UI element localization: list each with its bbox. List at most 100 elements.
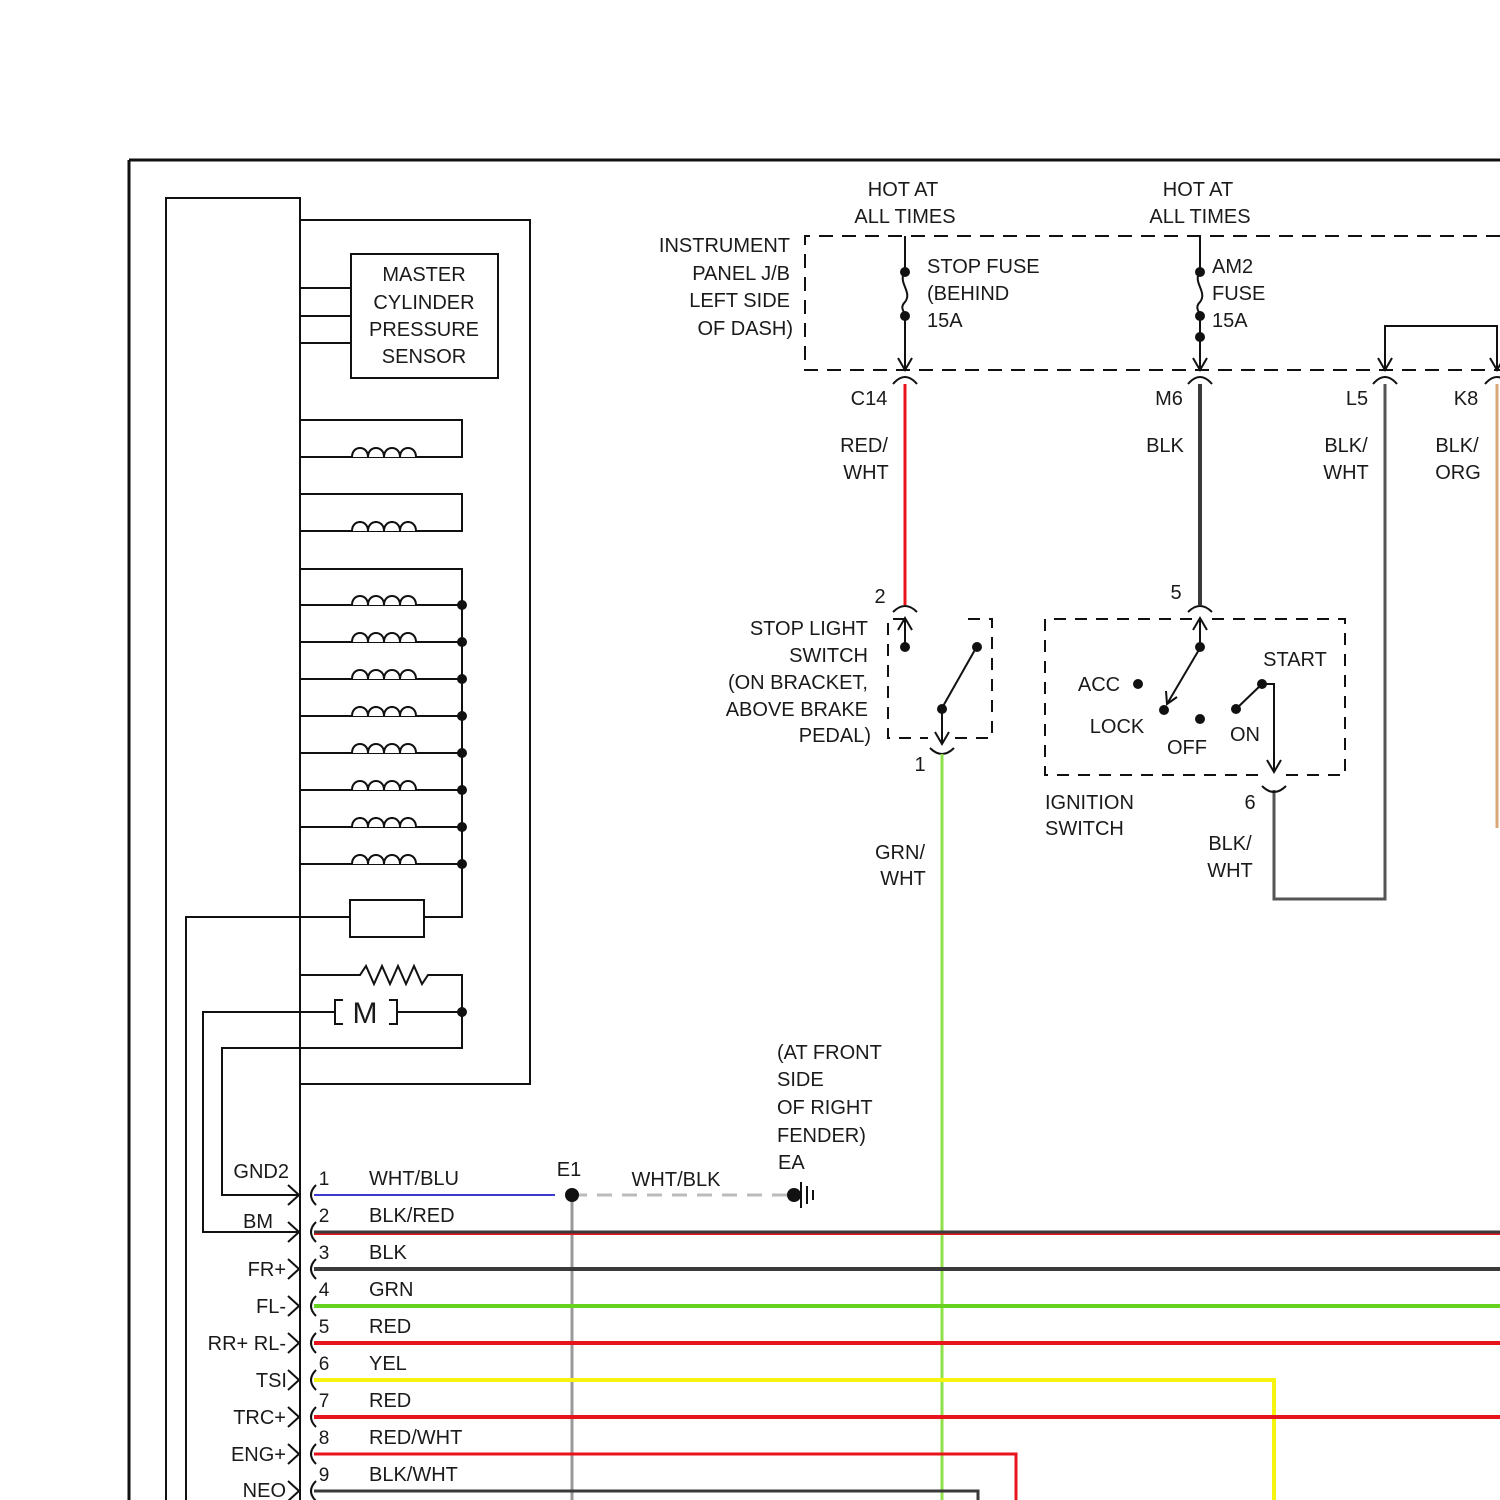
svg-text:FUSE: FUSE	[1212, 283, 1265, 305]
stop-light-switch-contacts	[900, 642, 982, 714]
stop-fuse-terminals	[900, 267, 910, 321]
harness-terminal-name: RR+ RL-	[208, 1333, 286, 1355]
harness-terminal-name: TSI	[256, 1370, 287, 1392]
wire-label-blk: BLK	[1146, 435, 1184, 457]
svg-text:STOP FUSE: STOP FUSE	[927, 256, 1040, 278]
svg-text:GRN/: GRN/	[875, 842, 925, 864]
wire-label-red-wht: RED/ WHT	[840, 435, 889, 484]
ignition-start: START	[1263, 649, 1327, 671]
ignition-switch	[1045, 606, 1345, 792]
wire-label-blk-wht-6: BLK/ WHT	[1207, 833, 1253, 882]
harness-wire	[314, 1491, 978, 1500]
svg-text:STOP LIGHT: STOP LIGHT	[750, 618, 868, 640]
svg-text:HOT AT: HOT AT	[1163, 179, 1233, 201]
harness-terminal-name: NEO	[243, 1480, 286, 1500]
svg-text:15A: 15A	[927, 310, 963, 332]
svg-text:PANEL J/B: PANEL J/B	[692, 263, 790, 285]
coil-windings	[352, 448, 416, 864]
harness-wire-color-label: RED	[369, 1316, 411, 1338]
svg-text:RED/: RED/	[840, 435, 888, 457]
ignition-switch-contacts	[1133, 642, 1267, 724]
harness-wire-color-label: RED/WHT	[369, 1427, 462, 1449]
connector-m6: M6	[1155, 388, 1183, 410]
svg-text:WHT: WHT	[880, 868, 926, 890]
harness-pin-number: 3	[319, 1243, 330, 1264]
svg-text:SWITCH: SWITCH	[789, 645, 868, 667]
svg-text:EA: EA	[778, 1152, 805, 1174]
solenoid-coil-icon	[352, 855, 416, 864]
ignition-lock: LOCK	[1090, 716, 1145, 738]
harness-wire-color-label: BLK	[369, 1242, 407, 1264]
svg-text:PEDAL): PEDAL)	[799, 725, 871, 747]
solenoid-coil-icon	[352, 818, 416, 827]
relay-box	[350, 900, 424, 937]
solenoid-coil-icon	[352, 707, 416, 716]
svg-text:BLK/: BLK/	[1324, 435, 1368, 457]
solenoid-coil-icon	[352, 633, 416, 642]
harness-wire-color-label: BLK/WHT	[369, 1464, 458, 1486]
svg-text:(BEHIND: (BEHIND	[927, 283, 1009, 305]
am2-fuse-label: AM2 FUSE 15A	[1212, 256, 1265, 332]
svg-text:HOT AT: HOT AT	[868, 179, 938, 201]
harness-terminal-name: ENG+	[231, 1444, 286, 1466]
stop-fuse-label: STOP FUSE (BEHIND 15A	[927, 256, 1040, 332]
pin-arrow-icon	[288, 1370, 299, 1390]
svg-text:ORG: ORG	[1435, 462, 1481, 484]
svg-text:AM2: AM2	[1212, 256, 1253, 278]
stop-light-switch	[888, 606, 992, 754]
l5-k8-loop	[1378, 326, 1500, 370]
connector-k8: K8	[1454, 388, 1478, 410]
page-frame	[129, 160, 1500, 1500]
ground-point-ea	[787, 1188, 801, 1202]
svg-text:LEFT SIDE: LEFT SIDE	[689, 290, 790, 312]
splice-e1	[565, 1188, 579, 1202]
harness-pin-number: 9	[319, 1465, 330, 1486]
solenoid-coil-icon	[352, 448, 416, 457]
junction-block-label: INSTRUMENT PANEL J/B LEFT SIDE OF DASH)	[659, 235, 793, 340]
harness-terminal-name: TRC+	[233, 1407, 286, 1429]
connector-c14: C14	[851, 388, 888, 410]
wire-label-grn-wht: GRN/ WHT	[875, 842, 926, 890]
harness-terminal-name: FL-	[256, 1296, 286, 1318]
harness-pin-number: 4	[319, 1280, 330, 1301]
svg-text:(AT FRONT: (AT FRONT	[777, 1042, 882, 1064]
svg-text:BLK/: BLK/	[1208, 833, 1252, 855]
harness-wire-color-label: RED	[369, 1390, 411, 1412]
master-cylinder-pressure-sensor: MASTER CYLINDER PRESSURE SENSOR	[351, 254, 498, 378]
harness-pin-number: 7	[319, 1391, 330, 1412]
harness-pin-number: 1	[319, 1169, 330, 1190]
svg-text:(ON BRACKET,: (ON BRACKET,	[728, 672, 868, 694]
hot-at-all-times-right: HOT AT ALL TIMES	[1149, 179, 1250, 228]
svg-text:WHT: WHT	[843, 462, 889, 484]
solenoid-coil-icon	[352, 522, 416, 531]
sensor-label-line: MASTER	[382, 264, 465, 286]
ground-icon	[801, 1182, 813, 1208]
harness-terminal-name: BM	[243, 1211, 273, 1233]
pin-arrow-icon	[288, 1407, 299, 1427]
harness-wire-color-label: BLK/RED	[369, 1205, 455, 1227]
stop-light-switch-label: STOP LIGHT SWITCH (ON BRACKET, ABOVE BRA…	[726, 618, 871, 747]
wire-label-wht-blk: WHT/BLK	[632, 1169, 722, 1191]
svg-text:SIDE: SIDE	[777, 1069, 824, 1091]
connector-l5: L5	[1346, 388, 1368, 410]
junction-block-outline	[805, 236, 1500, 370]
svg-text:SWITCH: SWITCH	[1045, 818, 1124, 840]
ignition-switch-label: IGNITION SWITCH	[1045, 792, 1134, 840]
svg-text:WHT: WHT	[1323, 462, 1369, 484]
pin-arrow-icon	[288, 1333, 299, 1353]
svg-text:WHT: WHT	[1207, 860, 1253, 882]
harness-pin-number: 2	[319, 1206, 330, 1227]
ignition-off: OFF	[1167, 737, 1207, 759]
ignition-on: ON	[1230, 724, 1260, 746]
harness-pin-number: 6	[319, 1354, 330, 1375]
harness-terminal-name: FR+	[248, 1259, 286, 1281]
svg-text:FENDER): FENDER)	[777, 1125, 866, 1147]
jb-connector-terminals	[893, 377, 1500, 384]
svg-text:IGNITION: IGNITION	[1045, 792, 1134, 814]
stop-fuse	[898, 236, 912, 370]
wire-label-blk-wht-l5: BLK/ WHT	[1323, 435, 1369, 484]
svg-text:ALL TIMES: ALL TIMES	[1149, 206, 1250, 228]
svg-text:BLK/: BLK/	[1435, 435, 1479, 457]
